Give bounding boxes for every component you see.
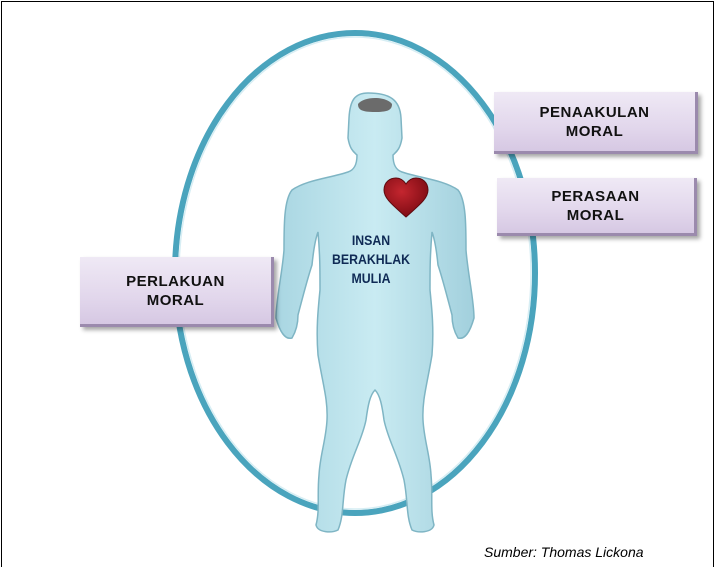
- box-perlakuan-moral: PERLAKUAN MORAL: [80, 257, 274, 327]
- center-label: INSAN BERAKHLAK MULIA: [331, 231, 410, 288]
- human-figure: [276, 93, 474, 532]
- box-perasaan-moral: PERASAAN MORAL: [497, 178, 697, 236]
- box-penaakulan-moral: PENAAKULAN MORAL: [494, 92, 698, 154]
- source-caption: Sumber: Thomas Lickona: [484, 544, 644, 560]
